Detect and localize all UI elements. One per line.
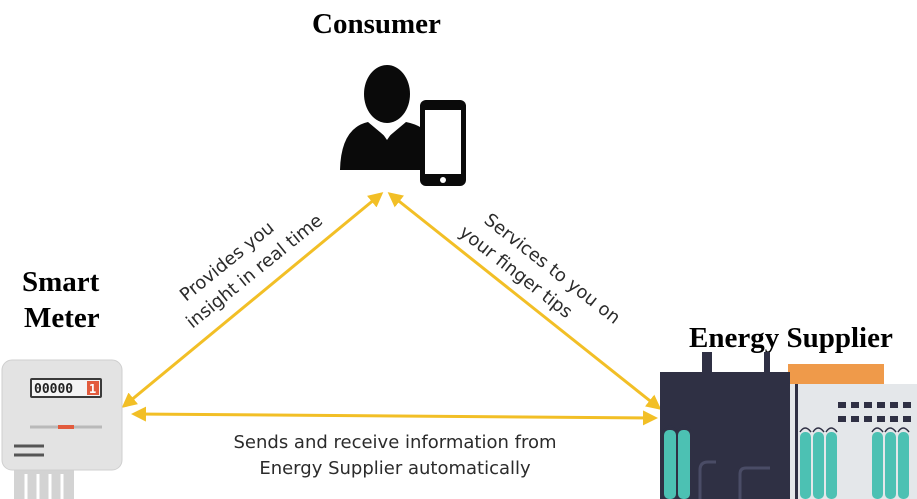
smart-meter-icon: 00000 1 <box>1 359 123 499</box>
label-supplier-consumer: Services to you on your finger tips <box>455 209 624 328</box>
energy-supplier-title: Energy Supplier <box>689 322 893 354</box>
smartphone-icon <box>420 100 466 186</box>
label-meter-consumer: Provides you insight in real time <box>176 210 327 333</box>
consumer-title: Consumer <box>312 8 441 40</box>
factory-icon <box>660 352 917 499</box>
label-meter-supplier: Sends and receive information from Energ… <box>150 430 640 482</box>
smart-meter-title: Smart Meter <box>22 266 132 336</box>
person-icon <box>340 65 432 170</box>
meter-display-digits: 00000 <box>34 382 73 397</box>
smart-meter-title-line2: Meter <box>24 302 100 335</box>
label-meter-supplier-line1: Sends and receive information from <box>233 432 557 453</box>
arrow-supplier-consumer <box>387 192 662 410</box>
smart-meter-title-line1: Smart <box>22 266 100 298</box>
arrow-meter-supplier <box>131 406 658 426</box>
label-meter-supplier-line2: Energy Supplier automatically <box>259 458 531 479</box>
meter-display-last-digit: 1 <box>89 382 96 396</box>
arrow-meter-consumer <box>121 192 384 408</box>
